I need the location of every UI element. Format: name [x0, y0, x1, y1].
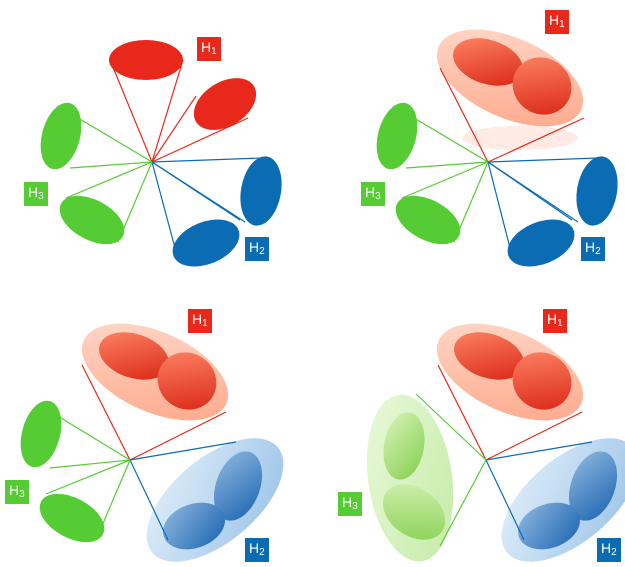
- h1-ellipse-b: [512, 57, 572, 115]
- panel-bottom-right: [366, 323, 625, 562]
- label-h2: H2: [597, 538, 621, 562]
- panel-top-left: [40, 40, 282, 267]
- h1-cones: [437, 364, 583, 461]
- label-h1: H1: [543, 309, 567, 333]
- h2-ellipse-b: [507, 219, 575, 267]
- h1-ellipse-b: [157, 352, 217, 410]
- h1-cones: [109, 59, 249, 163]
- h1-reflection: [462, 126, 578, 150]
- h1-ellipse-b: [512, 352, 572, 410]
- label-h1: H1: [188, 309, 212, 333]
- h1-cones: [439, 67, 585, 163]
- h2-cones: [487, 157, 599, 249]
- label-h3: H3: [361, 182, 385, 206]
- label-h1: H1: [197, 37, 221, 61]
- panel-top-right: [376, 29, 618, 267]
- h2-ellipse-b: [518, 502, 580, 550]
- h2-ellipse-b: [163, 502, 225, 550]
- h2-ellipse-b: [172, 219, 240, 267]
- h1-ellipse-a: [109, 40, 183, 80]
- label-h3: H3: [5, 480, 29, 504]
- h1-ellipse-a: [454, 332, 524, 380]
- h2-ellipse-a: [213, 451, 263, 521]
- h1-ellipse-a: [453, 38, 523, 86]
- h1-ellipse-b: [193, 78, 257, 130]
- h1-cones: [81, 364, 227, 461]
- label-h2: H2: [581, 237, 605, 261]
- h3-ellipse-b: [395, 195, 461, 245]
- label-h3: H3: [338, 492, 362, 516]
- h3-cones: [415, 393, 487, 547]
- h2-cones: [129, 441, 237, 541]
- h2-ellipse-a: [568, 451, 618, 521]
- h3-ellipse-a: [20, 400, 62, 468]
- h3-ellipse-a: [40, 102, 82, 170]
- h3-ellipse-b: [59, 195, 125, 245]
- label-h1: H1: [545, 10, 569, 34]
- h1-ellipse-a: [99, 332, 169, 380]
- label-h2: H2: [245, 538, 269, 562]
- h2-cones: [151, 157, 263, 249]
- h3-ellipse-a: [383, 412, 425, 480]
- label-h2: H2: [245, 237, 269, 261]
- h2-cones: [485, 441, 593, 541]
- h3-ellipse-a: [376, 102, 418, 170]
- label-h3: H3: [24, 182, 48, 206]
- h2-ellipse-a: [240, 156, 282, 226]
- h2-ellipse-a: [576, 156, 618, 226]
- panel-bottom-left: [20, 323, 284, 562]
- h3-ellipse-b: [382, 484, 446, 540]
- h3-ellipse-b: [39, 493, 105, 543]
